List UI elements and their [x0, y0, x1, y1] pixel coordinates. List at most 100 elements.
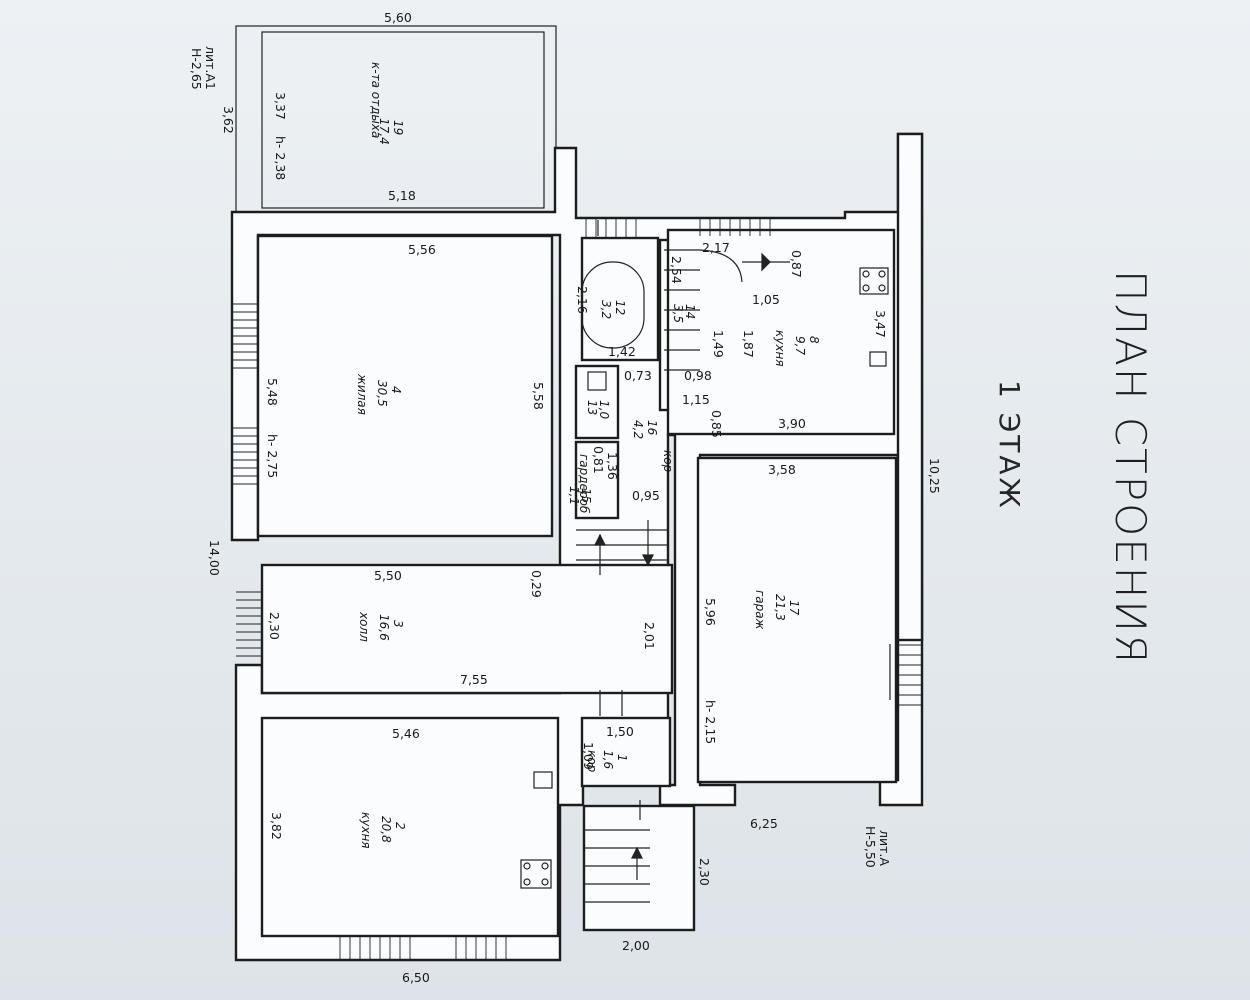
room-14-num: 14	[683, 304, 697, 319]
dim-3-37: 3,37	[273, 92, 288, 120]
dim-5-60: 5,60	[384, 10, 412, 25]
room-12-num: 12	[613, 300, 627, 315]
room-2-wall	[260, 716, 560, 938]
dim-0-85: 0,85	[709, 410, 724, 438]
room-1-area: 1,6	[601, 750, 615, 769]
room-13-wall	[574, 364, 620, 440]
dim-1-87: 1,87	[741, 330, 756, 358]
room-2-area: 20,8	[379, 816, 393, 843]
dim-2-30-b: 2,30	[697, 858, 712, 886]
dim-10-25: 10,25	[927, 458, 942, 494]
room-15-num: 15	[579, 488, 593, 503]
stairs	[576, 220, 790, 903]
dim-2-00: 2,00	[622, 938, 650, 953]
room-12-wall	[580, 236, 660, 362]
dim-5-48: 5,48	[265, 378, 280, 406]
room-3-name: холл	[357, 611, 371, 642]
room-1-wall	[580, 716, 672, 788]
dim-3-82: 3,82	[269, 812, 284, 840]
room-17-area: 21,3	[773, 594, 787, 621]
room-3-area: 16,6	[377, 614, 391, 641]
room-8-name: кухня	[773, 330, 787, 367]
room-12-area: 3,2	[599, 300, 613, 319]
room-15-name-label: гардероб	[577, 454, 591, 514]
sink-icon	[533, 771, 553, 789]
sink-icon-2	[869, 351, 887, 367]
room-19-num: 19	[391, 120, 405, 135]
dim-2-01: 2,01	[642, 622, 657, 650]
room-15-wall	[574, 440, 620, 520]
room-2-name: кухня	[359, 812, 373, 849]
dim-0-95: 0,95	[632, 488, 660, 503]
dim-0-87: 0,87	[789, 250, 804, 278]
room-16-num: 16	[645, 420, 659, 436]
floor-label: 1 ЭТАЖ	[993, 380, 1026, 511]
room-1-num: 1	[615, 754, 629, 762]
room-13-area: 1,0	[597, 400, 611, 419]
dim-0-29: 0,29	[529, 570, 544, 598]
walls	[230, 25, 924, 962]
dim-14-00: 14,00	[207, 540, 222, 576]
room-17-num: 17	[787, 600, 801, 616]
dim-3-62: 3,62	[221, 106, 236, 134]
lit-a-label: лит.А	[877, 830, 892, 866]
room-16-name: кор	[661, 450, 675, 473]
dim-0-73: 0,73	[624, 368, 652, 383]
dim-5-96: 5,96	[703, 598, 718, 626]
stove-icon-2	[859, 267, 889, 295]
dim-1-49: 1,49	[711, 330, 726, 358]
entry-stair	[582, 804, 696, 932]
dim-1-09: 1,09	[581, 742, 596, 770]
stove-icon	[520, 859, 552, 889]
height-2-75: h- 2,75	[265, 434, 280, 478]
toilet-icon	[587, 371, 607, 391]
dim-0-81: 0,81	[591, 446, 606, 474]
room-8-num: 8	[807, 336, 821, 344]
room-4-num: 4	[389, 386, 403, 394]
dim-3-47: 3,47	[873, 310, 888, 338]
height-2-38: h- 2,38	[273, 136, 288, 180]
dim-5-56: 5,56	[408, 242, 436, 257]
dim-5-58: 5,58	[531, 382, 546, 410]
dim-2-30: 2,30	[267, 612, 282, 640]
height-2-15: h- 2,15	[703, 700, 718, 744]
room-17-name: гараж	[753, 590, 767, 630]
lit-a-height: Н-5,50	[863, 826, 878, 868]
plan-title: ПЛАН СТРОЕНИЯ	[1106, 270, 1155, 665]
dim-2-54: 2,54	[669, 256, 684, 284]
room-14-area: 3,5	[671, 304, 685, 323]
room-19-area: 17,4	[377, 118, 391, 145]
dim-1-15: 1,15	[682, 392, 710, 407]
lit-a1-label: лит.А1	[203, 46, 218, 90]
dim-3-58: 3,58	[768, 462, 796, 477]
lit-a1-height: Н-2,65	[189, 48, 204, 90]
room-4-wall	[256, 234, 554, 538]
room-8-area: 9,7	[793, 336, 807, 355]
room-17-wall	[696, 456, 898, 784]
dim-2-17: 2,17	[702, 240, 730, 255]
bathtub-icon	[581, 261, 645, 349]
dim-1-05: 1,05	[752, 292, 780, 307]
dim-0-98: 0,98	[684, 368, 712, 383]
dim-6-25: 6,25	[750, 816, 778, 831]
dim-7-55: 7,55	[460, 672, 488, 687]
room-13-num: 13	[585, 400, 599, 415]
room-15-area: 1,1	[567, 486, 581, 505]
room-1-name: кор	[585, 750, 599, 773]
room-3-wall	[260, 563, 674, 695]
room-19-name: к-та отдыха	[369, 62, 383, 138]
room-8-wall	[666, 228, 896, 436]
dim-5-50: 5,50	[374, 568, 402, 583]
room-2-num: 2	[393, 822, 407, 830]
windows	[232, 218, 922, 960]
lit-labels: лит.А1 Н-2,65 лит.А Н-5,50	[189, 46, 892, 868]
dim-1-42: 1,42	[608, 344, 636, 359]
room-3-num: 3	[391, 620, 405, 628]
fixtures	[520, 261, 891, 889]
dimensions: 5,60 3,37 3,62 h- 2,38 5,18 5,56 5,58 5,…	[207, 10, 942, 985]
dim-1-36: 1,36	[605, 452, 620, 480]
room-4-name: жилая	[355, 373, 369, 415]
